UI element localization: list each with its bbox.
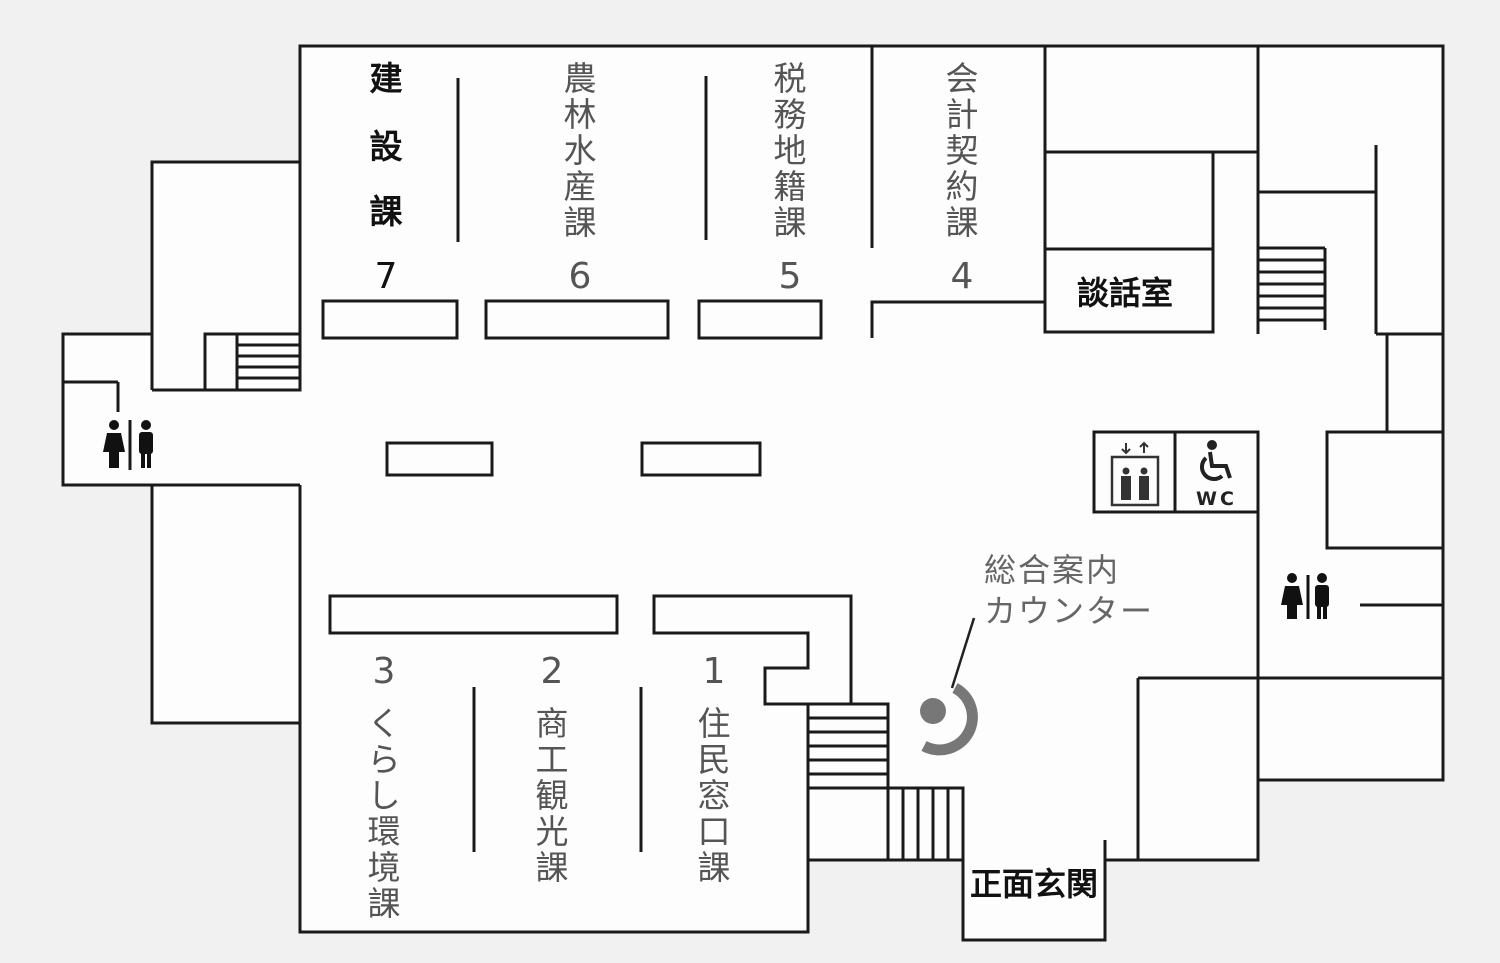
desk-5 [697,299,823,340]
dept-5-char-0: 税 [774,59,807,98]
desk-7 [321,299,459,340]
dept-3-char-2: し [368,776,401,815]
dept-5-char-3: 籍 [774,167,807,206]
dept-6-char-2: 水 [564,131,597,170]
dept-3-char-0: く [368,704,401,743]
dept-2: 2 商 工 観 光 課 [536,651,569,887]
dept-2-char-3: 光 [536,812,569,851]
info-counter-icon [920,617,978,756]
info-counter-label-line2: カウンター [984,592,1154,630]
dept-3-char-3: 環 [368,812,401,851]
dept-7-number: 7 [375,256,398,297]
dept-3-char-5: 課 [368,884,401,923]
counter-1 [652,594,853,706]
north-partitions [456,46,1045,338]
dept-6-number: 6 [569,256,592,297]
dept-6-char-0: 農 [564,59,597,98]
dept-4-char-2: 契 [946,131,979,170]
dept-6-char-4: 課 [564,203,597,242]
dept-1-char-0: 住 [698,704,731,743]
dept-3-number: 3 [373,651,396,692]
dept-7-char-2: 課 [370,192,404,231]
dept-1-char-2: 窓 [698,776,731,815]
east-staircase [1258,246,1327,330]
counter-3-2 [328,594,619,635]
accessible-wc-icon: WC [1196,440,1237,510]
dept-3-char-4: 境 [368,848,401,887]
south-counters [328,594,853,706]
dept-4: 会 計 契 約 課 4 [946,59,979,297]
east-wing [1136,334,1445,860]
lounge-label: 談話室 [1077,274,1173,312]
dept-4-number: 4 [951,256,974,297]
dept-5-char-1: 務 [774,95,807,134]
dept-1-number: 1 [703,651,726,692]
dept-5-number: 5 [779,256,802,297]
desk-6 [484,299,670,340]
dept-3: 3 く ら し 環 境 課 [368,651,401,923]
wc-label: WC [1196,488,1237,510]
dept-5-char-4: 課 [774,203,807,242]
center-desks [385,441,762,477]
lounge-room [1043,247,1215,334]
south-staircase [806,702,1107,940]
west-wing [63,162,302,723]
dept-7: 建 設 課 7 [370,59,404,297]
east-restroom-icon [1281,573,1329,619]
dept-6-char-3: 産 [564,167,597,206]
dept-2-char-2: 観 [536,776,569,815]
dept-1: 1 住 民 窓 口 課 [698,651,731,887]
dept-6-char-1: 林 [564,95,597,134]
north-east-rooms [1043,44,1443,336]
elevator-icon [1110,441,1160,507]
dept-4-char-3: 約 [946,167,979,206]
dept-5: 税 務 地 籍 課 5 [774,59,807,297]
entrance-label: 正面玄関 [970,865,1098,903]
waiting-bench-2 [640,441,762,477]
dept-4-char-0: 会 [946,59,979,98]
dept-2-number: 2 [541,651,564,692]
dept-1-char-3: 口 [698,812,731,851]
dept-1-char-1: 民 [698,740,731,779]
department-labels: 建 設 課 7 農 林 水 産 課 6 税 務 地 籍 課 5 会 計 契 約 … [368,59,979,923]
dept-7-char-0: 建 [370,59,403,98]
dept-2-char-4: 課 [536,848,569,887]
waiting-bench-1 [385,441,494,477]
dept-7-char-1: 設 [370,127,403,166]
dept-4-char-1: 計 [946,95,979,134]
info-counter-label-line1: 総合案内 [984,551,1120,589]
dept-6: 農 林 水 産 課 6 [564,59,597,297]
dept-4-char-4: 課 [946,203,979,242]
dept-2-char-0: 商 [536,704,569,743]
dept-1-char-4: 課 [698,848,731,887]
north-desks [321,299,823,340]
west-staircase [235,332,302,392]
dept-5-char-2: 地 [774,131,807,170]
restroom-icon [103,420,153,468]
dept-3-char-1: ら [368,740,401,779]
dept-2-char-1: 工 [536,740,569,779]
south-partitions [472,687,643,852]
